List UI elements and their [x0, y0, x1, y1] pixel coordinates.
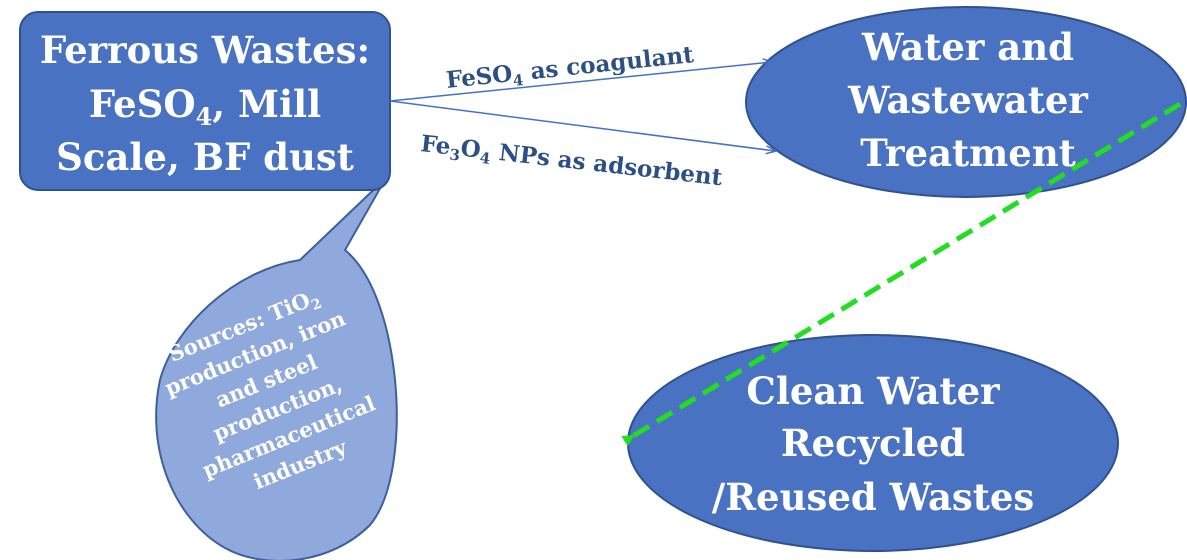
clean-water-line1: Clean Water	[746, 369, 1000, 413]
adsorbent-arrow	[389, 100, 775, 151]
ferrous-wastes-line2: FeSO4, Mill	[89, 82, 321, 131]
sources-bubble-shape	[155, 177, 398, 560]
treatment-ellipse	[745, 6, 1187, 198]
coagulant-label: FeSO4 as coagulant	[445, 41, 696, 97]
treatment-line2: Wastewater	[847, 78, 1088, 122]
treatment-line3: Treatment	[860, 131, 1076, 175]
ferrous-wastes-line3: Scale, BF dust	[56, 135, 354, 179]
treatment-line1: Water and	[861, 25, 1074, 69]
clean-water-line2: Recycled	[781, 421, 965, 465]
ferrous-wastes-title: Ferrous Wastes:	[40, 28, 370, 72]
coagulant-arrow	[389, 62, 772, 102]
clean-water-line3: /Reused Wastes	[712, 475, 1034, 519]
adsorbent-label: Fe3O4 NPs as adsorbent	[419, 130, 724, 194]
